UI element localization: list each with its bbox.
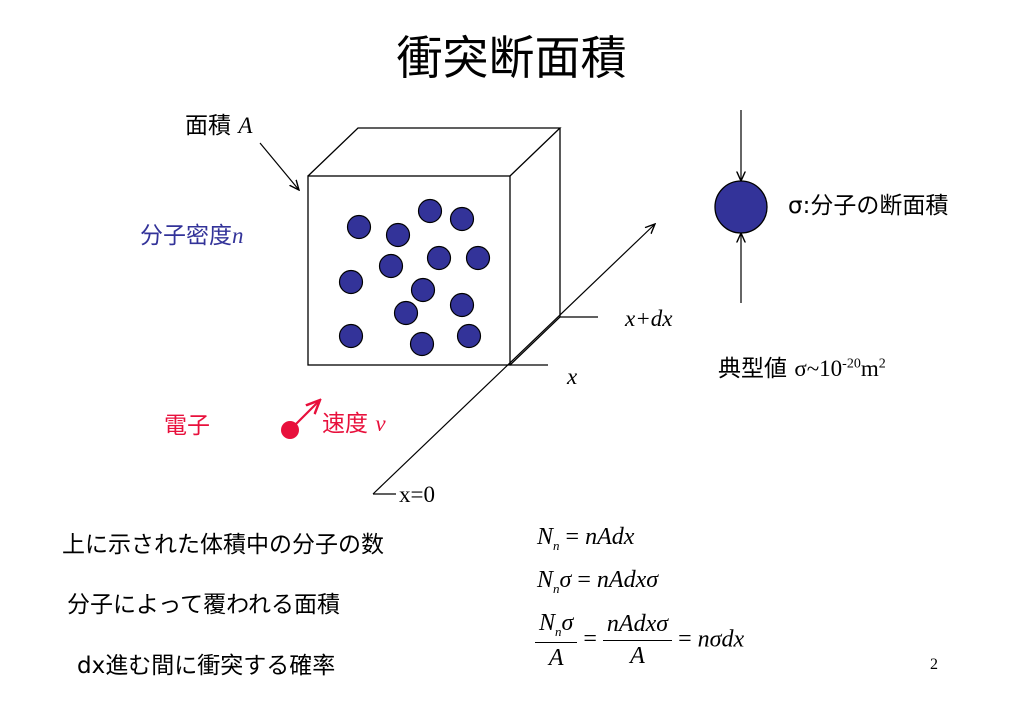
- molecule: [378, 253, 404, 279]
- molecule: [393, 300, 419, 326]
- statement-molecule-count: 上に示された体積中の分子の数: [62, 532, 384, 558]
- molecule: [426, 245, 452, 271]
- molecule: [346, 214, 372, 240]
- area-pointer-arrow: [259, 142, 299, 190]
- x-axis-arrow: [372, 224, 655, 495]
- equation-molecule-count: Nn=nAdx: [537, 524, 635, 553]
- velocity-label: 速度 v: [322, 411, 386, 437]
- page-title: 衝突断面積: [396, 31, 627, 85]
- cube-front-face: [307, 175, 511, 366]
- molecule: [417, 198, 443, 224]
- cross-section-molecule: [714, 180, 768, 234]
- molecule: [456, 323, 482, 349]
- area-label: 面積 A: [185, 113, 253, 139]
- velocity-arrow: [295, 400, 320, 425]
- cube-top-face: [307, 127, 562, 177]
- sigma-label: σ:分子の断面積: [788, 193, 949, 219]
- molecule: [410, 277, 436, 303]
- typical-value-label: 典型値 σ~10-20m2: [718, 356, 886, 382]
- x-zero-label: x=0: [399, 482, 435, 507]
- molecule: [465, 245, 491, 271]
- cube-side-face: [509, 128, 561, 366]
- x-plus-dx-label: x+dx: [625, 306, 673, 331]
- electron-label: 電子: [164, 413, 210, 439]
- molecule: [409, 331, 435, 357]
- molecule: [338, 269, 364, 295]
- statement-collision-probability: dx進む間に衝突する確率: [77, 653, 336, 679]
- equation-collision-probability: Nnσ A = nAdxσ A =nσdx: [535, 610, 744, 672]
- density-label: 分子密度n: [140, 223, 244, 249]
- molecule: [449, 292, 475, 318]
- molecule: [385, 222, 411, 248]
- x-label: x: [567, 364, 578, 389]
- page-number: 2: [930, 656, 938, 673]
- fraction-left: Nnσ A: [535, 610, 578, 672]
- molecule: [338, 323, 364, 349]
- molecule: [449, 206, 475, 232]
- equation-covered-area: Nnσ=nAdxσ: [537, 567, 659, 596]
- statement-covered-area: 分子によって覆われる面積: [67, 592, 341, 618]
- electron-dot: [281, 421, 299, 439]
- fraction-right: nAdxσ A: [602, 611, 673, 670]
